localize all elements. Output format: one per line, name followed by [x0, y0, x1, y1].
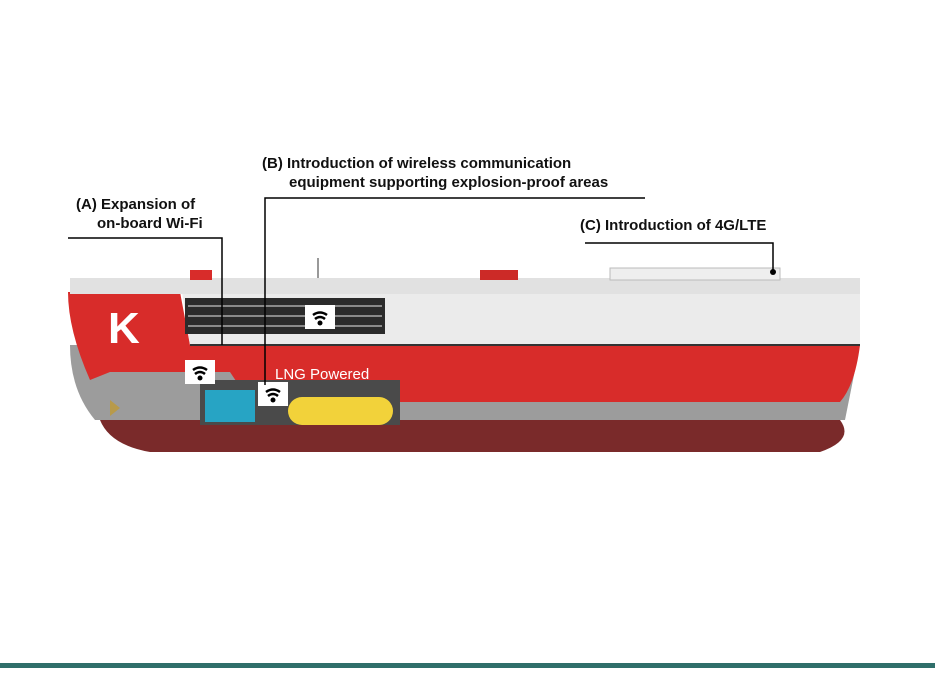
logo-letter: K — [108, 304, 140, 353]
callout-a-letter: (A) — [76, 196, 97, 213]
lng-tank — [288, 397, 393, 425]
callout-a-line1: Expansion of — [101, 196, 196, 213]
leader-line-b — [264, 197, 645, 385]
propeller — [110, 400, 120, 416]
callout-b-line2: equipment supporting explosion-proof are… — [289, 174, 609, 191]
callout-c-text: (C) Introduction of 4G/LTE — [580, 217, 767, 234]
callout-a-line2: on-board Wi-Fi — [97, 215, 203, 232]
wifi-icon — [185, 360, 215, 384]
engine — [205, 390, 255, 422]
callout-b-line1: Introduction of wireless communication — [287, 155, 572, 172]
callout-b-letter: (B) — [262, 155, 283, 172]
callout-c: (C) Introduction of 4G/LTE — [580, 216, 766, 235]
wifi-icon — [305, 305, 335, 329]
callout-a-line2-wrap: on-board Wi-Fi — [97, 214, 203, 233]
callout-a: (A) Expansion of — [76, 195, 195, 214]
wifi-icon — [258, 382, 288, 406]
hull-text: LNG Powered — [275, 366, 369, 383]
callout-b: (B) Introduction of wireless communicati… — [262, 154, 571, 173]
leader-line-a — [68, 237, 223, 345]
bottom-accent-bar — [0, 663, 935, 668]
callout-b-line2-wrap: equipment supporting explosion-proof are… — [289, 173, 608, 192]
upper-deck — [70, 278, 860, 294]
hull-red — [68, 292, 860, 402]
leader-line-c — [585, 242, 774, 270]
hull-bottom — [100, 420, 845, 452]
